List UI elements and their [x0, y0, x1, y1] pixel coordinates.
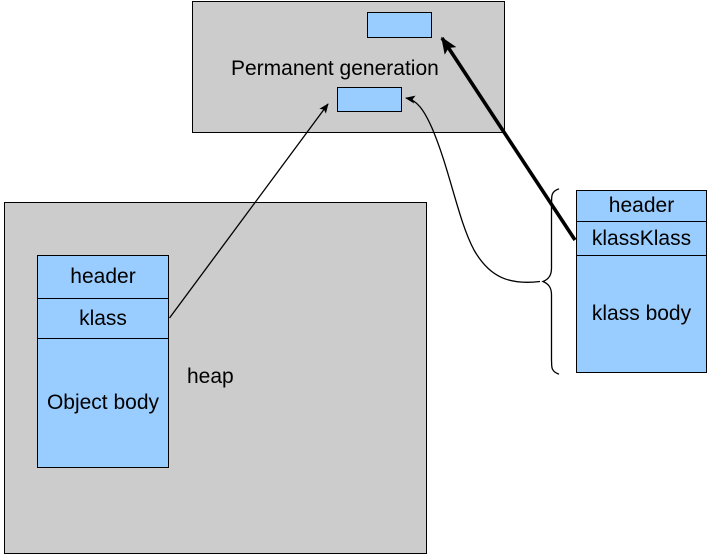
permgen-klass-slot-top — [367, 12, 432, 38]
region-label-heap: heap — [187, 365, 234, 388]
permgen-klass-slot-bottom — [337, 87, 402, 112]
klassklass-row-klassklass: klassKlass — [577, 221, 706, 255]
heap-object-row-object-body: Object body — [38, 338, 168, 467]
heap-object-row-header: header — [38, 256, 168, 298]
klassklass-row-klass-body: klass body — [577, 255, 706, 372]
region-label-permanent-generation: Permanent generation — [231, 57, 439, 80]
curly-brace-klassklass — [541, 188, 560, 375]
klassklass-block: header klassKlass klass body — [576, 190, 707, 373]
heap-object-row-klass: klass — [38, 298, 168, 338]
heap-object-block: header klass Object body — [37, 255, 169, 468]
klassklass-row-header: header — [577, 191, 706, 221]
